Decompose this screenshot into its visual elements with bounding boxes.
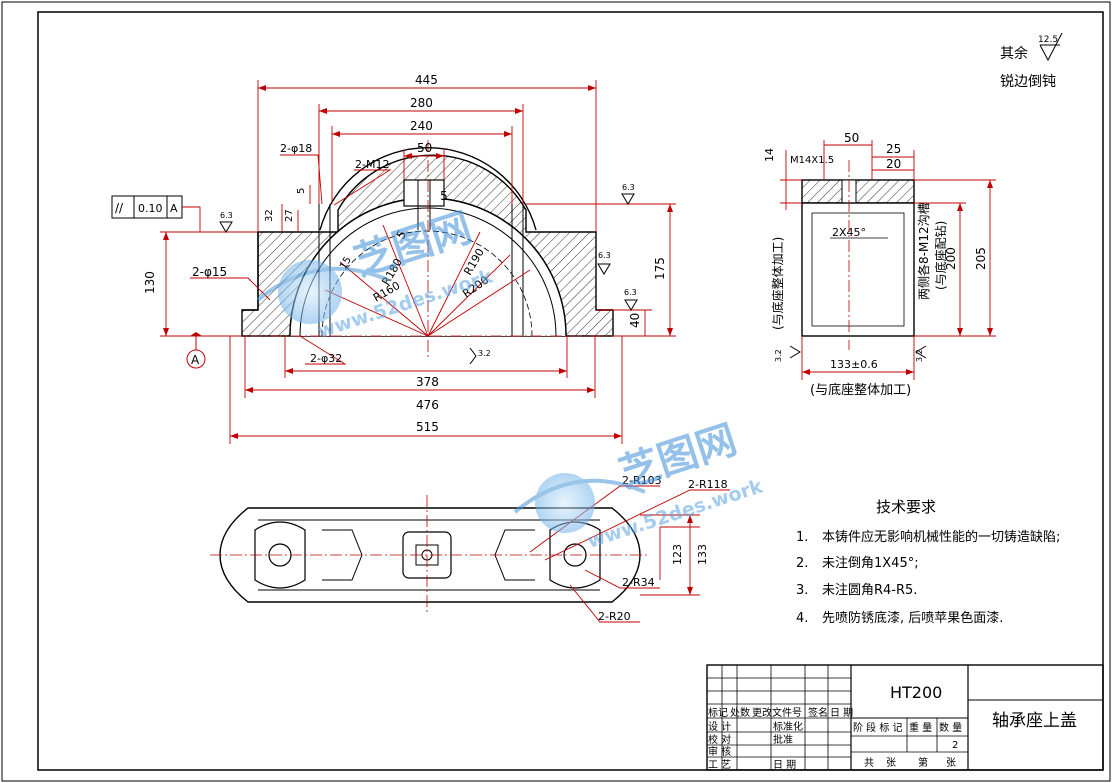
top-view: 2-R103 2-R118 2-R34 2-R20 123 133	[210, 474, 730, 623]
svg-text:40: 40	[628, 313, 642, 328]
drawing-border	[37, 11, 1104, 771]
svg-text:更改文件号: 更改文件号	[752, 706, 802, 719]
svg-text:先喷防锈底漆, 后喷苹果色面漆.: 先喷防锈底漆, 后喷苹果色面漆.	[822, 610, 1003, 626]
svg-text:6.3: 6.3	[220, 211, 233, 220]
svg-text:6.3: 6.3	[624, 288, 637, 297]
svg-text:共: 共	[864, 757, 874, 769]
svg-text:133±0.6: 133±0.6	[830, 358, 878, 371]
svg-text:2: 2	[952, 740, 958, 751]
svg-text:日 期: 日 期	[773, 759, 796, 771]
svg-text:工 艺: 工 艺	[708, 759, 731, 771]
svg-text:3.2: 3.2	[478, 349, 491, 358]
svg-text:校 对: 校 对	[708, 733, 731, 746]
svg-text:2X45°: 2X45°	[832, 226, 866, 239]
svg-text:批准: 批准	[773, 733, 793, 746]
svg-text:M14X1.5: M14X1.5	[790, 155, 834, 166]
front-view: R160 R180 R190 R200 15 5 5	[111, 73, 676, 444]
svg-text:5: 5	[440, 189, 448, 203]
svg-text:175: 175	[653, 257, 667, 280]
svg-text:2-φ32: 2-φ32	[310, 352, 342, 365]
svg-text:1.: 1.	[796, 530, 808, 545]
svg-text:数 量: 数 量	[939, 721, 962, 734]
svg-text:205: 205	[974, 247, 988, 270]
svg-text://: //	[115, 201, 124, 215]
svg-text:200: 200	[944, 247, 958, 270]
svg-text:2-φ18: 2-φ18	[280, 142, 312, 155]
svg-text:50: 50	[417, 141, 432, 155]
title-block	[706, 664, 1104, 771]
svg-text:6.3: 6.3	[622, 183, 635, 192]
svg-text:A: A	[170, 202, 178, 215]
svg-text:3.2: 3.2	[915, 349, 924, 362]
svg-text:(与底座整体加工): (与底座整体加工)	[770, 237, 785, 330]
svg-text:标记: 标记	[708, 707, 728, 719]
svg-text:130: 130	[143, 271, 157, 294]
svg-text:12.5: 12.5	[1038, 35, 1058, 45]
svg-text:476: 476	[416, 398, 439, 412]
svg-text:(与底座整体加工): (与底座整体加工)	[810, 382, 911, 398]
parallelism-tolerance-frame: // 0.10 A	[111, 195, 201, 232]
svg-text:445: 445	[415, 73, 438, 87]
datum-a-symbol: A	[186, 332, 206, 369]
svg-text:轴承座上盖: 轴承座上盖	[992, 711, 1077, 731]
svg-text:3.2: 3.2	[774, 349, 783, 362]
svg-text:A: A	[191, 353, 200, 367]
svg-text:张: 张	[886, 757, 896, 769]
svg-text:本铸件应无影响机械性能的一切铸造缺陷;: 本铸件应无影响机械性能的一切铸造缺陷;	[822, 529, 1060, 545]
svg-text:两侧各8-M12沟槽: 两侧各8-M12沟槽	[916, 202, 931, 300]
svg-text:133: 133	[696, 544, 709, 565]
svg-text:280: 280	[410, 96, 433, 110]
svg-text:3.: 3.	[796, 583, 808, 598]
svg-text:锐边倒钝: 锐边倒钝	[1000, 74, 1056, 90]
svg-text:2-R118: 2-R118	[688, 478, 728, 491]
surface-note: 其余 12.5 锐边倒钝	[1000, 32, 1063, 90]
svg-text:未注倒角1X45°;: 未注倒角1X45°;	[822, 556, 919, 571]
svg-text:技术要求: 技术要求	[876, 498, 936, 516]
svg-text:(与底座配钻): (与底座配钻)	[933, 221, 948, 290]
svg-text:2-φ15: 2-φ15	[192, 265, 227, 279]
svg-text:审 核: 审 核	[708, 745, 731, 758]
svg-text:张: 张	[946, 757, 956, 769]
svg-text:2.: 2.	[796, 556, 808, 571]
svg-text:签名: 签名	[808, 706, 828, 719]
svg-text:20: 20	[886, 157, 901, 171]
svg-text:27: 27	[284, 209, 295, 222]
svg-text:0.10: 0.10	[138, 202, 163, 215]
svg-text:阶 段 标 记: 阶 段 标 记	[853, 721, 903, 734]
svg-text:标准化: 标准化	[773, 720, 803, 733]
svg-text:2-R20: 2-R20	[598, 610, 631, 623]
svg-text:重 量: 重 量	[909, 721, 932, 734]
svg-text:240: 240	[410, 119, 433, 133]
svg-text:2-M12: 2-M12	[355, 158, 389, 171]
svg-text:4.: 4.	[796, 611, 808, 626]
svg-text:378: 378	[416, 375, 439, 389]
svg-text:日 期: 日 期	[830, 707, 853, 719]
svg-text:123: 123	[671, 544, 684, 565]
svg-text:处数: 处数	[730, 706, 750, 719]
svg-text:515: 515	[416, 420, 439, 434]
svg-text:2-R34: 2-R34	[622, 576, 655, 589]
svg-text:未注圆角R4-R5.: 未注圆角R4-R5.	[822, 583, 917, 598]
svg-text:其余: 其余	[1000, 45, 1028, 62]
side-view: 2X45° 50 25 20 14	[763, 131, 996, 398]
technical-requirements: 技术要求 1. 本铸件应无影响机械性能的一切铸造缺陷; 2. 未注倒角1X45°…	[796, 498, 1060, 626]
svg-text:6.3: 6.3	[598, 251, 611, 260]
svg-text:2-R103: 2-R103	[622, 474, 662, 487]
svg-text:5: 5	[296, 188, 307, 194]
svg-text:HT200: HT200	[890, 683, 942, 702]
svg-text:50: 50	[844, 131, 859, 145]
svg-text:32: 32	[264, 209, 275, 222]
svg-text:设 计: 设 计	[708, 720, 731, 733]
svg-text:第: 第	[918, 756, 928, 769]
svg-text:25: 25	[886, 142, 901, 156]
title-block-text: HT200 轴承座上盖 标记 处数 更改文件号 签名 日 期 设 计 校 对 审…	[708, 683, 1077, 771]
svg-text:14: 14	[763, 148, 776, 162]
